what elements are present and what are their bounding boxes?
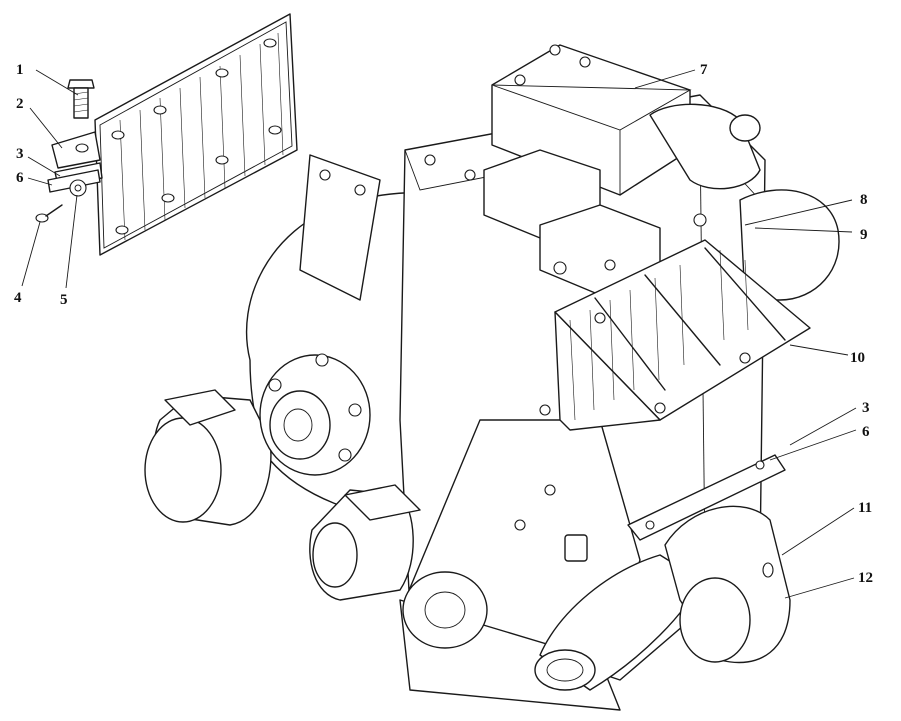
- callout-9: 9: [860, 227, 868, 243]
- callout-2: 2: [16, 96, 24, 112]
- bracket-part-2: [51, 131, 101, 169]
- callout-10: 10: [850, 350, 865, 366]
- callout-4: 4: [14, 290, 22, 306]
- pin-part-4: [35, 204, 63, 223]
- callout-7: 7: [700, 62, 708, 78]
- callout-1: 1: [16, 62, 24, 78]
- lockwasher-part-5: [69, 179, 87, 197]
- bolt-part-1: [67, 79, 95, 119]
- callout-6-right: 6: [862, 424, 870, 440]
- leader-lines: [21, 69, 857, 599]
- callout-3: 3: [16, 146, 24, 162]
- callout-3-right: 3: [862, 400, 870, 416]
- callout-8: 8: [860, 192, 868, 208]
- callout-11: 11: [858, 500, 872, 516]
- detached-cover-plate: [94, 13, 298, 256]
- callout-12: 12: [858, 570, 873, 586]
- callout-5: 5: [60, 292, 68, 308]
- callout-6: 6: [16, 170, 24, 186]
- gearbox-assembly: [144, 44, 840, 711]
- callout-labels: 1 2 3 6 4 5 7 8 9 10 3 6 11 12: [14, 62, 873, 586]
